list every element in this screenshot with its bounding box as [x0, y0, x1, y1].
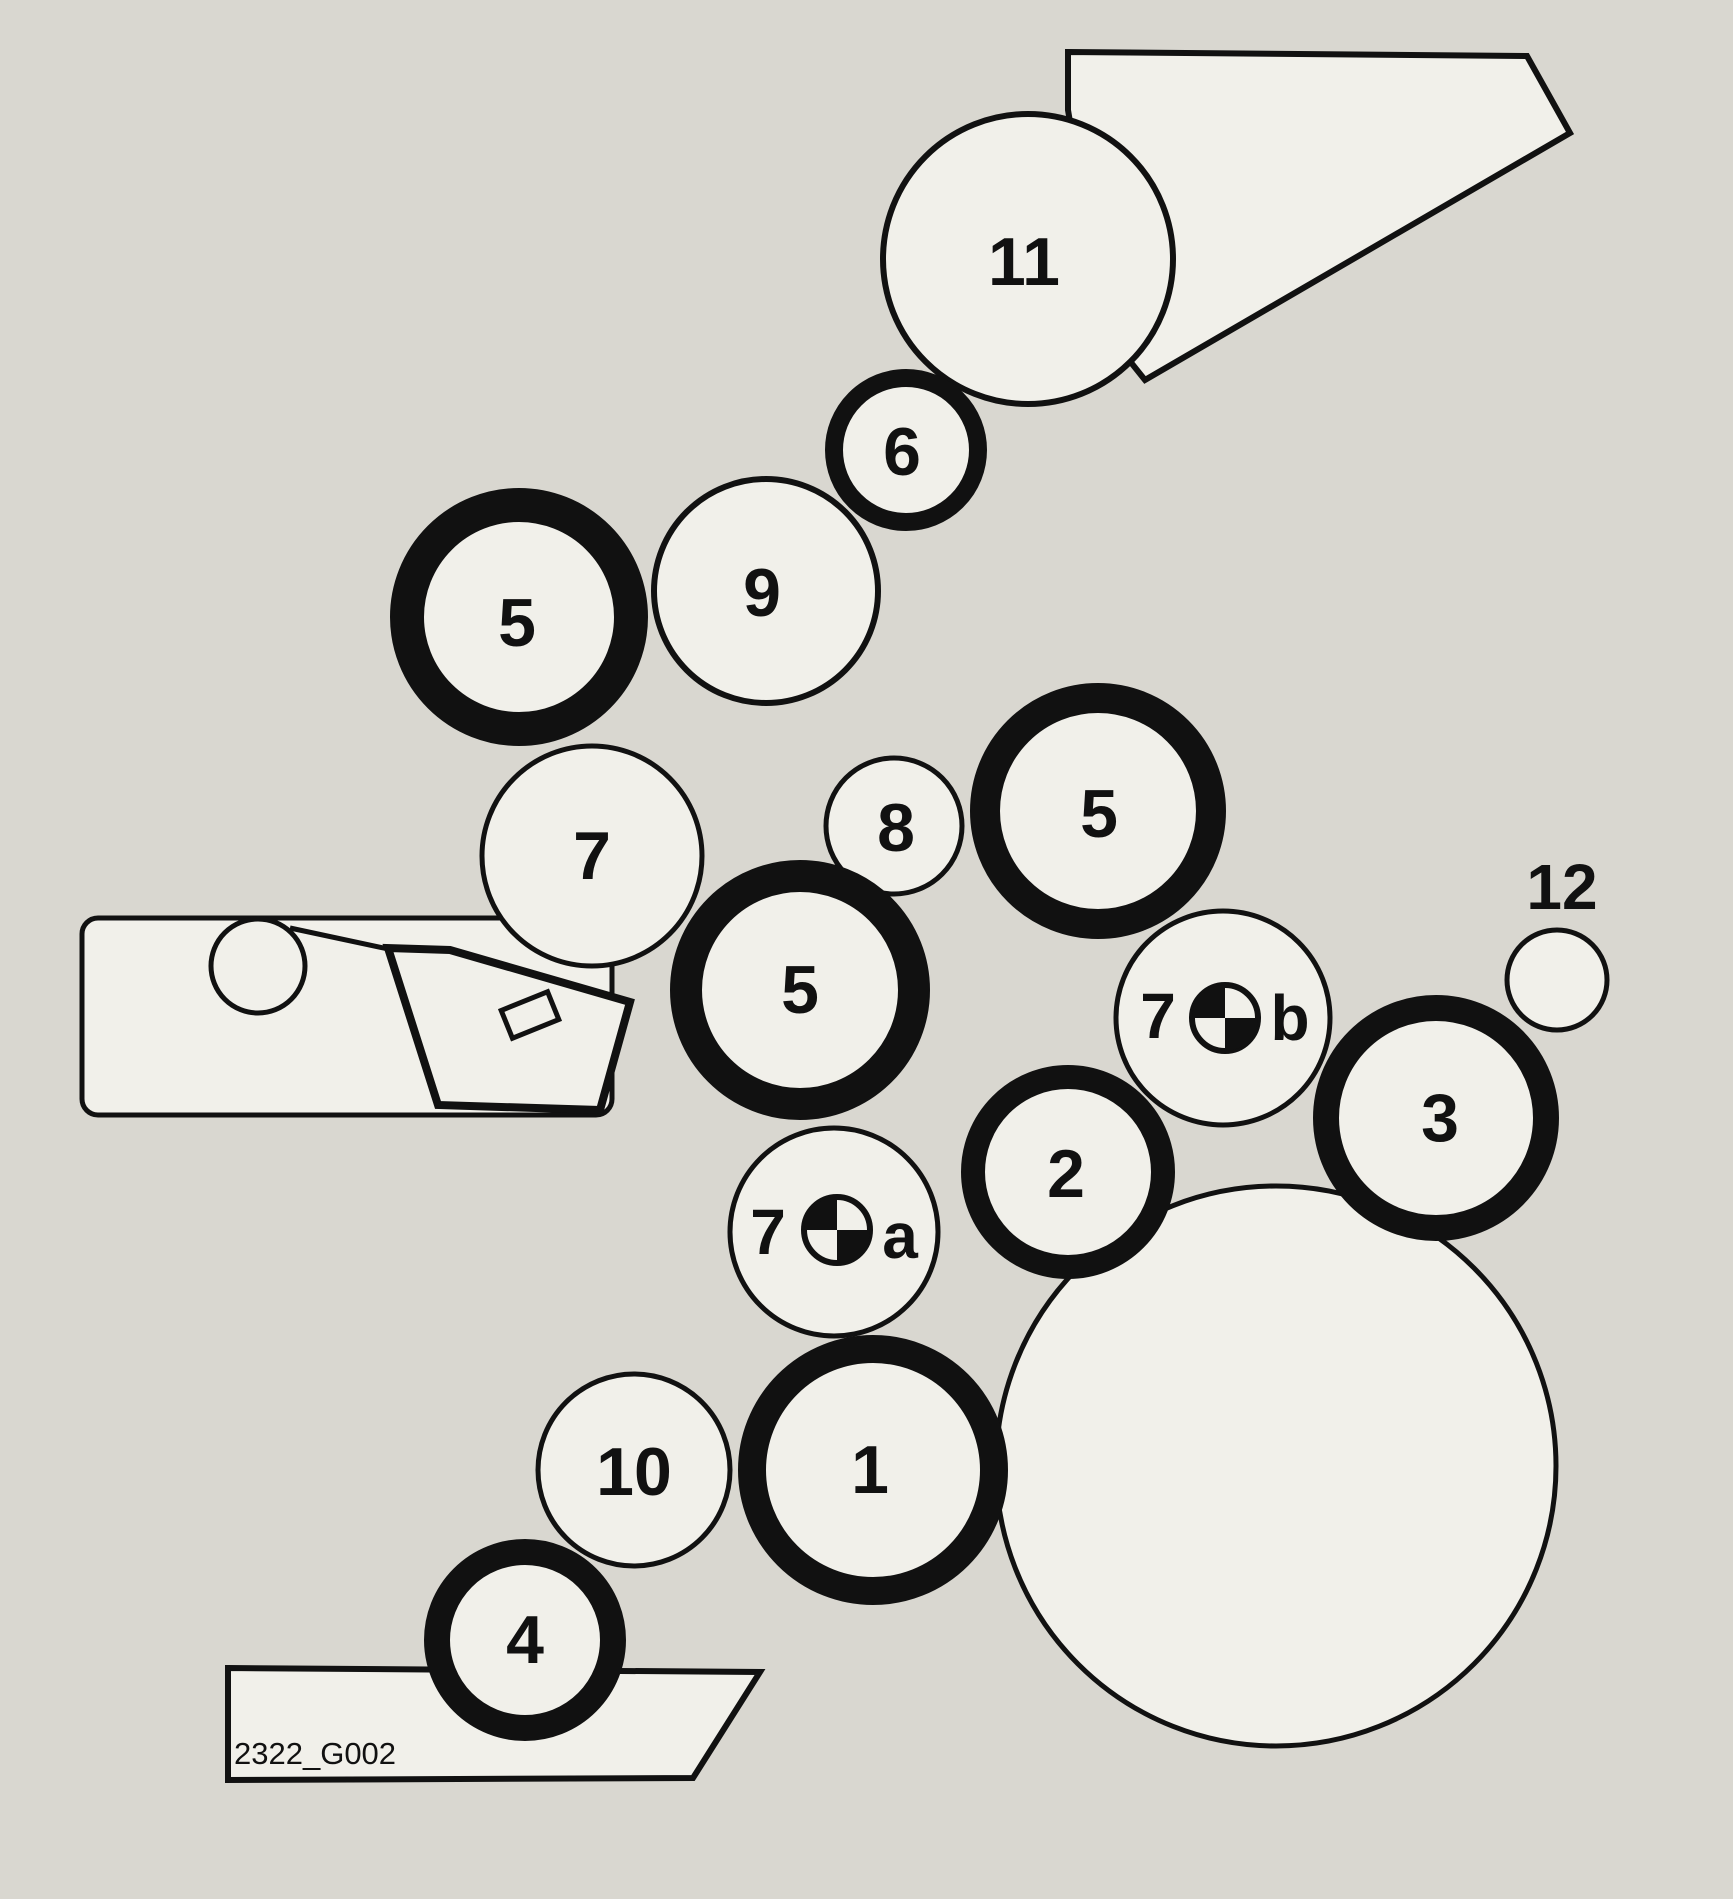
roller-2-label: 2 [1047, 1136, 1085, 1212]
roller-5-upper [390, 488, 648, 746]
roller-5-upper-label: 5 [498, 585, 536, 661]
roller-1-label: 1 [851, 1432, 889, 1508]
roller-7a-number: 7 [750, 1196, 786, 1268]
roller-7-left-label: 7 [573, 818, 611, 894]
damping-unit-small-roller [208, 916, 308, 1016]
roller-6-label: 6 [883, 414, 921, 490]
roller-3 [1313, 995, 1559, 1241]
roller-5-center [670, 860, 930, 1120]
roller-9 [651, 476, 881, 706]
roller-7a-oscillator-icon [801, 1194, 873, 1266]
roller-8 [823, 755, 965, 897]
roller-7-left [479, 743, 705, 969]
roller-7b-number: 7 [1140, 980, 1176, 1052]
damping-unit-clip [497, 988, 563, 1042]
roller-7a-suffix: a [882, 1200, 918, 1272]
roller-12 [1504, 927, 1610, 1033]
roller-10 [535, 1371, 733, 1569]
roller-5-right [970, 683, 1226, 939]
roller-12-label: 12 [1526, 851, 1597, 923]
roller-5-center-label: 5 [781, 952, 819, 1028]
roller-11-label: 11 [988, 224, 1060, 300]
roller-1 [738, 1335, 1008, 1605]
roller-9-label: 9 [743, 555, 781, 631]
figure-code: 2322_G002 [234, 1736, 396, 1771]
roller-10-label: 10 [596, 1434, 672, 1510]
roller-6 [825, 369, 987, 531]
roller-4 [424, 1539, 626, 1741]
roller-11 [880, 111, 1176, 407]
roller-2 [961, 1065, 1175, 1279]
roller-4-label: 4 [506, 1602, 544, 1678]
roller-8-label: 8 [877, 790, 915, 866]
roller-3-label: 3 [1421, 1080, 1459, 1156]
roller-5-right-label: 5 [1080, 776, 1118, 852]
upper-fountain-plate [1065, 48, 1575, 384]
roller-7b-oscillator-icon [1189, 982, 1261, 1054]
roller-7b-suffix: b [1270, 982, 1309, 1054]
